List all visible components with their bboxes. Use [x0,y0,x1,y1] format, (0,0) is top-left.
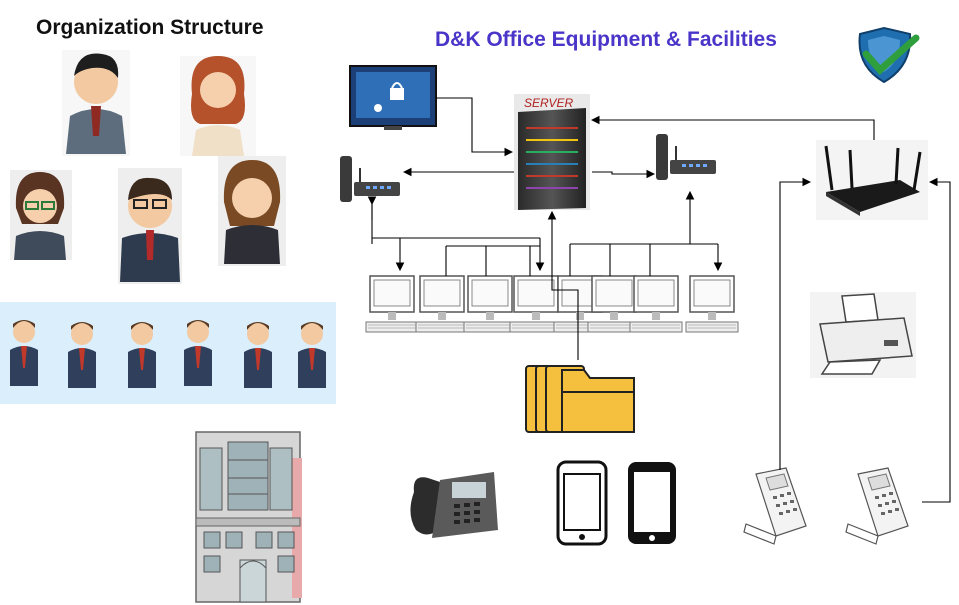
person-avatar-woman-3 [218,156,286,266]
computer-icon-1 [365,275,419,333]
person-avatar-woman-1 [180,56,256,156]
computer-icon-8 [685,275,739,333]
team-people [0,302,336,404]
card-terminal-icon-2 [845,467,909,545]
office-building [195,431,302,603]
person-avatar-man-2 [118,168,182,284]
smartphone-icon-1 [556,460,608,546]
person-avatar-woman-2 [10,170,72,260]
modem-right-icon [655,133,717,181]
computer-icon-7 [629,275,683,333]
modem-left-icon [339,155,401,203]
connectors [367,97,951,503]
person-avatar-man-1 [62,50,130,156]
computer-icon-3 [463,275,517,333]
printer-icon [810,292,916,378]
equipment-title: D&K Office Equipment & Facilities [435,28,777,51]
desk-phone-icon [410,472,498,538]
card-terminal-icon-1 [743,467,807,545]
server-icon: SERVER [514,94,590,210]
shield-check-icon [858,26,920,84]
desktop-security-icon [349,65,437,130]
wifi-router-icon [816,140,928,220]
computer-icon-2 [415,275,469,333]
organization-structure-title: Organization Structure [36,16,264,39]
server-label: SERVER [524,96,573,110]
smartphone-icon-2 [628,462,676,544]
folder-icon [525,365,635,433]
